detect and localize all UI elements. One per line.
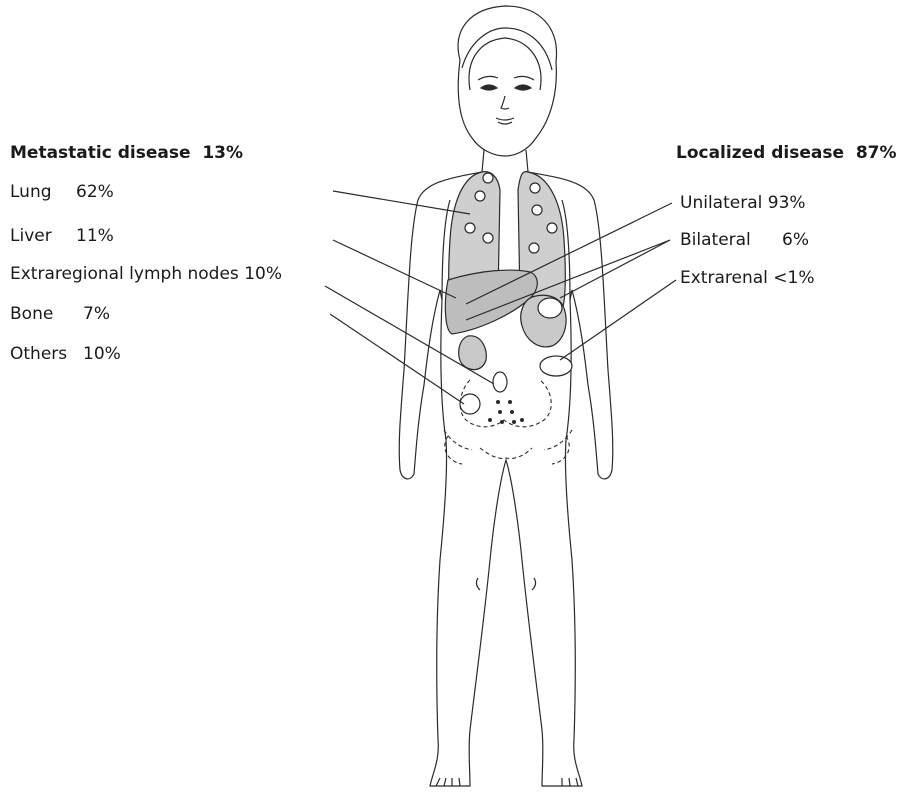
item-label: Bone — [10, 304, 83, 324]
item-value: 10% — [83, 344, 121, 364]
item-label: Others — [10, 344, 83, 364]
nose — [501, 96, 509, 109]
kidney-tumour — [538, 298, 562, 318]
localized-item-unilateral: Unilateral 93% — [680, 193, 806, 213]
localized-title: Localized disease — [676, 143, 844, 163]
metastatic-percent: 13% — [202, 143, 243, 163]
item-value: 93% — [768, 193, 806, 213]
localized-item-extrarenal: Extrarenal <1% — [680, 268, 815, 288]
item-value: <1% — [773, 268, 814, 288]
item-label: Lung — [10, 182, 76, 202]
item-label: Liver — [10, 226, 76, 246]
body-outline — [399, 172, 613, 786]
mouth — [496, 118, 514, 124]
item-value: 6% — [782, 230, 809, 250]
item-label: Extraregional lymph nodes — [10, 264, 239, 284]
item-value: 11% — [76, 226, 114, 246]
localized-percent: 87% — [856, 143, 897, 163]
metastatic-title: Metastatic disease — [10, 143, 190, 163]
eye-right — [515, 85, 531, 90]
item-label: Bilateral — [680, 230, 782, 250]
item-label: Unilateral — [680, 193, 762, 213]
metastatic-heading: Metastatic disease 13% — [10, 143, 243, 163]
pointer-bilateral-b — [560, 240, 670, 298]
metastatic-item-lymph-nodes: Extraregional lymph nodes 10% — [10, 264, 282, 284]
pointer-extrarenal — [560, 280, 676, 360]
item-label: Extrarenal — [680, 268, 768, 288]
item-value: 62% — [76, 182, 114, 202]
eye-left — [481, 85, 497, 90]
extrarenal-mass — [540, 356, 572, 376]
pointer-liver — [333, 240, 456, 298]
left-kidney — [459, 336, 487, 370]
localized-heading: Localized disease 87% — [676, 143, 897, 163]
item-value: 10% — [244, 264, 282, 284]
lymph-node-mass — [493, 372, 507, 392]
item-value: 7% — [83, 304, 110, 324]
